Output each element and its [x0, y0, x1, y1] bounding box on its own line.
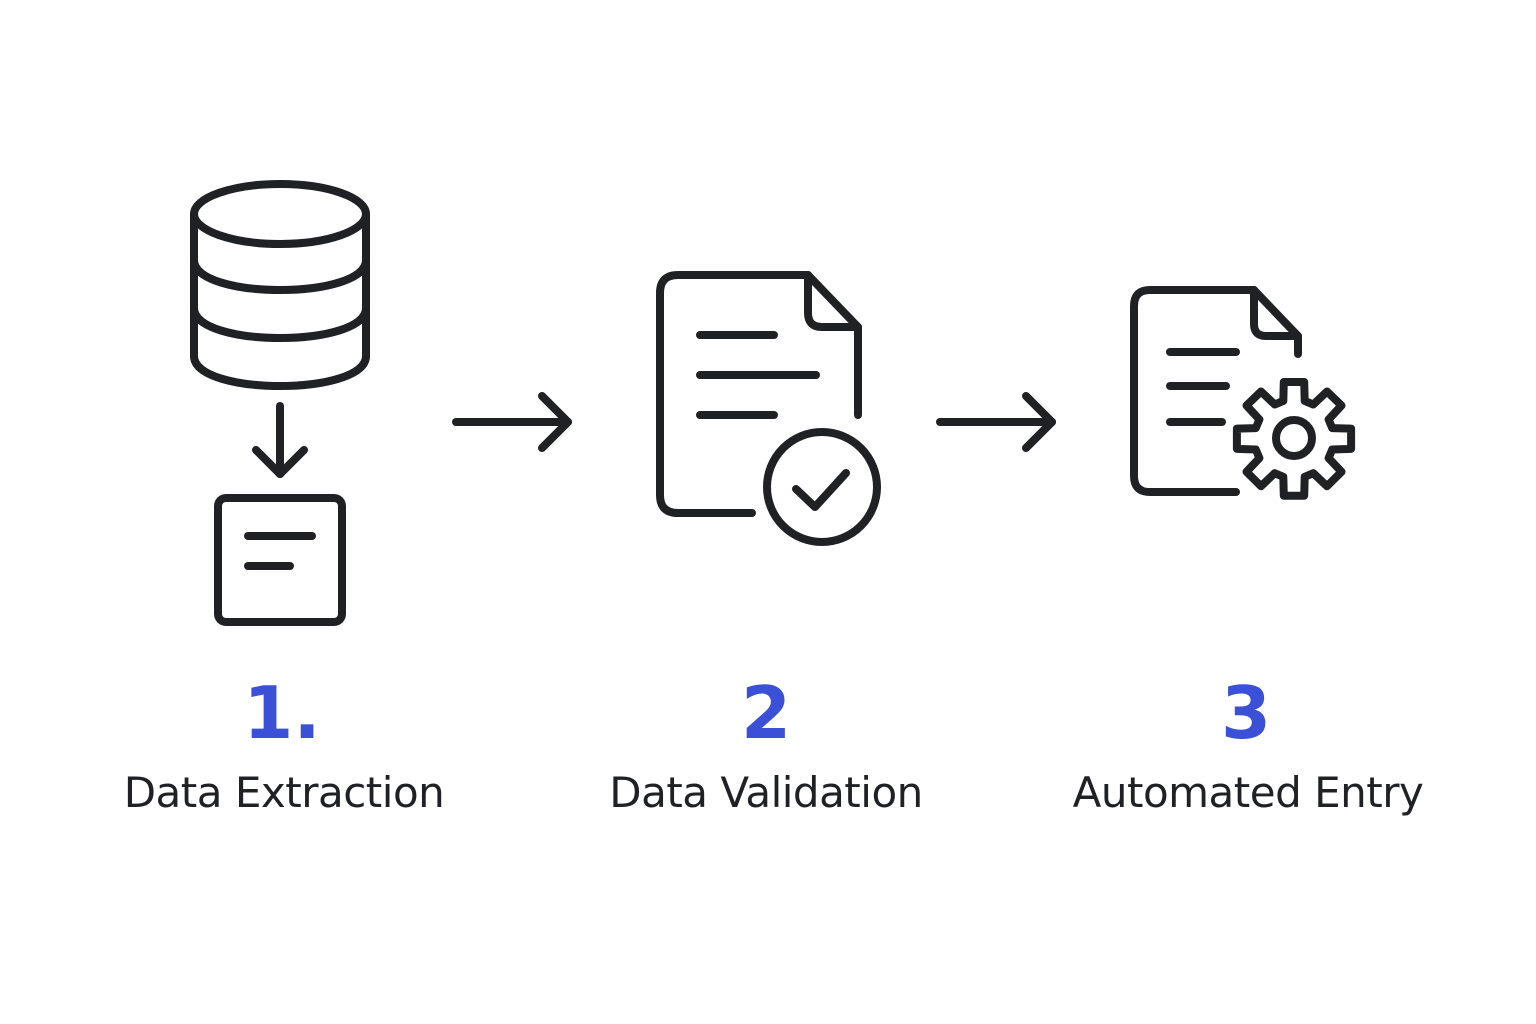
document-icon [1130, 286, 1302, 496]
step-number: 1. [243, 671, 321, 755]
step-label: Data Validation [609, 768, 923, 817]
arrow-right-icon [936, 392, 1056, 452]
document-icon [656, 271, 862, 517]
arrow-down-icon [252, 402, 308, 478]
text-note-icon [214, 494, 346, 626]
step-number: 3 [1220, 671, 1272, 755]
step-label: Automated Entry [1072, 768, 1424, 817]
database-icon [190, 180, 370, 390]
step-label: Data Extraction [123, 768, 445, 817]
step-number: 2 [740, 671, 792, 755]
gear-icon [1232, 378, 1356, 500]
arrow-right-icon [452, 392, 572, 452]
check-circle-icon [763, 428, 881, 546]
